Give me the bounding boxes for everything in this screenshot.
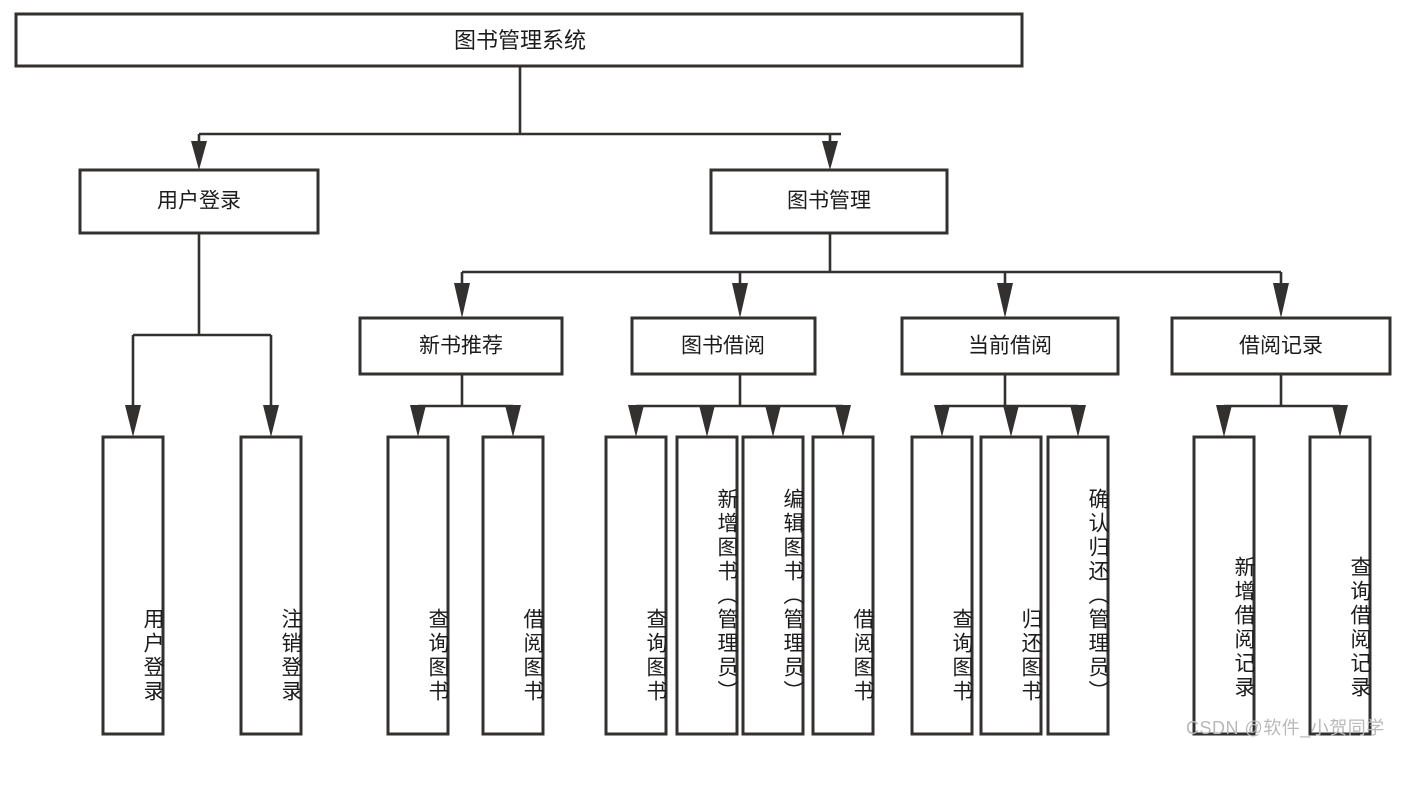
node-book-borrow[interactable]: 图书借阅 <box>630 316 817 376</box>
node-user-login[interactable]: 用户登录 <box>78 168 320 235</box>
node-leaf-borrow-book-2-box[interactable] <box>811 435 875 736</box>
node-borrow-record-label: 借阅记录 <box>1239 335 1323 358</box>
arrowhead-leaf-edit-book <box>765 405 781 437</box>
node-current-borrow-label: 当前借阅 <box>968 335 1052 358</box>
arrowhead-leaf-borrow-book-1 <box>505 405 521 437</box>
connector-group-new-book-recommend <box>410 374 521 437</box>
node-book-management-box[interactable] <box>709 168 949 235</box>
node-leaf-logout-login-box[interactable] <box>239 435 303 736</box>
node-current-borrow[interactable]: 当前借阅 <box>900 316 1120 376</box>
node-root[interactable]: 图书管理系统 <box>14 12 1024 68</box>
watermark-text: CSDN @软件_小贺同学 <box>1186 718 1385 738</box>
node-new-book-recommend[interactable]: 新书推荐 <box>358 316 564 376</box>
node-user-login-label: 用户登录 <box>157 190 241 213</box>
node-user-login-box[interactable] <box>78 168 320 235</box>
connector-group-root <box>191 66 841 170</box>
connector-group-user-login <box>125 233 279 437</box>
node-book-management-label: 图书管理 <box>787 190 871 213</box>
flowchart-svg: 图书管理系统 用户登录 图书管理 新书推荐 图书借阅 当前借阅 借阅记录 <box>14 12 1392 736</box>
node-leaf-query-record-box[interactable] <box>1308 435 1372 736</box>
flowchart-canvas: 图书管理系统 用户登录 图书管理 新书推荐 图书借阅 当前借阅 借阅记录 <box>14 12 1392 738</box>
connector-group-current-borrow <box>934 374 1086 437</box>
connector-group-book-borrow <box>628 374 851 437</box>
node-current-borrow-box[interactable] <box>900 316 1120 376</box>
node-leaf-edit-book-box[interactable] <box>741 435 805 736</box>
arrowhead-leaf-query-book-3 <box>934 405 950 437</box>
arrowhead-leaf-query-record <box>1332 405 1348 437</box>
arrowhead-leaf-return-book <box>1003 405 1019 437</box>
connector-group-book-management <box>454 233 1289 318</box>
node-root-label: 图书管理系统 <box>454 28 586 53</box>
node-book-borrow-box[interactable] <box>630 316 817 376</box>
arrowhead-book-borrow <box>732 283 748 318</box>
arrowhead-borrow-record <box>1273 283 1289 318</box>
connector-group-borrow-record <box>1216 374 1348 437</box>
node-leaf-confirm-return-box[interactable] <box>1046 435 1110 736</box>
arrowhead-leaf-user-login <box>125 405 141 437</box>
arrowhead-leaf-borrow-book-2 <box>835 405 851 437</box>
arrowhead-leaf-query-book-2 <box>628 405 644 437</box>
arrowhead-book-management <box>822 141 838 170</box>
arrowhead-leaf-add-record <box>1216 405 1232 437</box>
node-leaf-add-book-box[interactable] <box>675 435 739 736</box>
node-leaf-query-book-3-box[interactable] <box>910 435 974 736</box>
arrowhead-leaf-add-book <box>699 405 715 437</box>
node-leaf-add-record-box[interactable] <box>1192 435 1256 736</box>
node-book-management[interactable]: 图书管理 <box>709 168 949 235</box>
node-new-book-recommend-label: 新书推荐 <box>419 335 503 358</box>
arrowhead-current-borrow <box>997 283 1013 318</box>
arrowhead-leaf-confirm-return <box>1070 405 1086 437</box>
node-leaf-query-book-1-box[interactable] <box>386 435 450 736</box>
arrowhead-new-book-recommend <box>454 283 470 318</box>
node-leaf-return-book-box[interactable] <box>979 435 1043 736</box>
node-borrow-record[interactable]: 借阅记录 <box>1170 316 1392 376</box>
node-new-book-recommend-box[interactable] <box>358 316 564 376</box>
arrowhead-leaf-logout-login <box>263 405 279 437</box>
node-book-borrow-label: 图书借阅 <box>681 335 765 358</box>
arrowhead-leaf-query-book-1 <box>410 405 426 437</box>
node-borrow-record-box[interactable] <box>1170 316 1392 376</box>
node-leaf-borrow-book-1-box[interactable] <box>481 435 545 736</box>
node-root-box[interactable] <box>14 12 1024 68</box>
arrowhead-user-login <box>191 141 207 170</box>
node-leaf-query-book-2-box[interactable] <box>604 435 668 736</box>
node-leaf-user-login-box[interactable] <box>101 435 165 736</box>
